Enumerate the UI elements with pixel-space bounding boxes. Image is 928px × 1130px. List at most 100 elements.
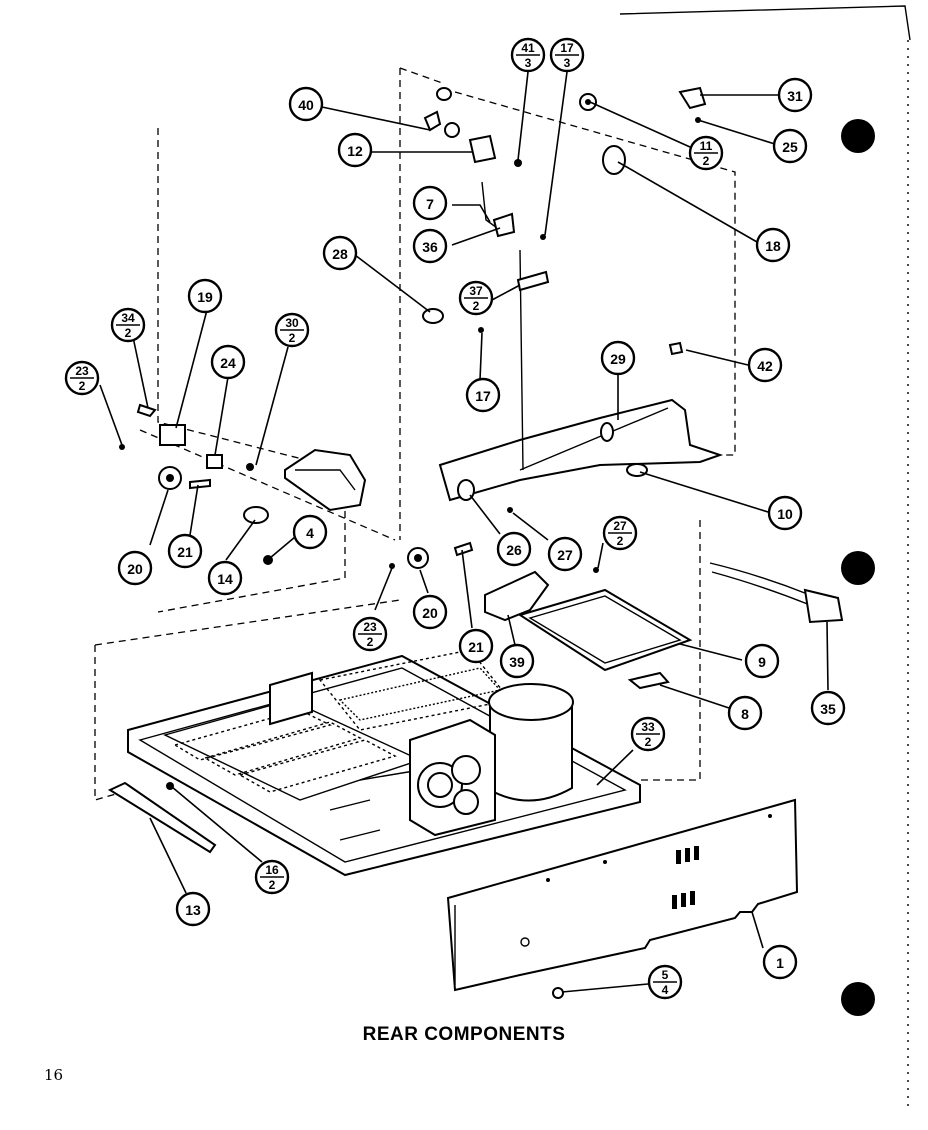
callout-c30-2: 302 — [274, 312, 310, 348]
callout-c20a: 20 — [117, 550, 153, 586]
callout-c39: 39 — [499, 643, 535, 679]
callout-part-number: 24 — [220, 355, 236, 371]
callout-c18: 18 — [755, 227, 791, 263]
callout-part-number: 4 — [306, 525, 314, 541]
callout-part-number: 27 — [613, 519, 627, 533]
callout-part-number: 39 — [509, 654, 525, 670]
callout-part-number: 25 — [782, 139, 798, 155]
callout-part-number: 26 — [506, 542, 522, 558]
callout-part-number: 5 — [662, 968, 669, 982]
callout-part-number: 30 — [285, 316, 299, 330]
callout-circle — [465, 377, 501, 413]
top-small-parts — [423, 86, 707, 292]
callout-circle — [496, 531, 532, 567]
callout-figure-reference: 2 — [79, 379, 86, 393]
callout-circle — [767, 495, 803, 531]
callout-part-number: 27 — [557, 547, 573, 563]
callout-part-number: 17 — [560, 41, 574, 55]
fan-shroud — [284, 448, 367, 512]
callout-c25: 25 — [772, 128, 808, 164]
callout-part-number: 19 — [197, 289, 213, 305]
callout-c27-2: 272 — [602, 515, 638, 551]
callout-part-number: 21 — [177, 544, 193, 560]
page-edge-top — [619, 5, 911, 41]
callout-circle — [167, 533, 203, 569]
callout-circle — [175, 891, 211, 927]
power-cord — [709, 562, 844, 624]
callout-figure-reference: 2 — [289, 331, 296, 345]
callout-c36: 36 — [412, 228, 448, 264]
diagram-title: REAR COMPONENTS — [362, 1024, 566, 1045]
callout-part-number: 42 — [757, 358, 773, 374]
callout-c24: 24 — [210, 344, 246, 380]
callout-circle — [547, 536, 583, 572]
callout-c8: 8 — [727, 695, 763, 731]
callout-part-number: 23 — [363, 620, 377, 634]
callout-circle — [600, 340, 636, 376]
callout-part-number: 10 — [777, 506, 793, 522]
callout-figure-reference: 2 — [617, 534, 624, 548]
callout-figure-reference: 3 — [525, 56, 532, 70]
callout-part-number: 35 — [820, 701, 836, 717]
callout-c37-2: 372 — [458, 280, 494, 316]
callout-c28: 28 — [322, 235, 358, 271]
callout-part-number: 11 — [700, 139, 713, 153]
callout-c21b: 21 — [458, 628, 494, 664]
callout-part-number: 36 — [422, 239, 438, 255]
callout-figure-reference: 2 — [269, 878, 276, 892]
callout-circle — [458, 628, 494, 664]
callout-circle — [412, 185, 448, 221]
callout-part-number: 21 — [468, 639, 484, 655]
callout-c16-2: 162 — [254, 859, 290, 895]
callout-figure-reference: 2 — [703, 154, 710, 168]
callout-c23-2b: 232 — [352, 616, 388, 652]
callout-circle — [499, 643, 535, 679]
callout-circle — [322, 235, 358, 271]
callout-c20b: 20 — [412, 594, 448, 630]
callout-c29: 29 — [600, 340, 636, 376]
callout-circle — [207, 560, 243, 596]
callout-c26: 26 — [496, 531, 532, 567]
callout-circle — [772, 128, 808, 164]
callout-part-number: 41 — [521, 41, 535, 55]
machine-compartment-base — [127, 649, 641, 877]
callout-c11-2: 112 — [688, 135, 724, 171]
callout-part-number: 33 — [641, 720, 655, 734]
callout-c12: 12 — [337, 132, 373, 168]
callout-circle — [777, 77, 813, 113]
callout-c41-3: 413 — [510, 37, 546, 73]
callout-c14: 14 — [207, 560, 243, 596]
callout-figure-reference: 2 — [473, 299, 480, 313]
callout-circle — [755, 227, 791, 263]
callout-part-number: 7 — [426, 196, 434, 212]
callout-part-number: 29 — [610, 351, 626, 367]
callout-circle — [747, 347, 783, 383]
callout-circle — [288, 86, 324, 122]
callout-c4: 4 — [292, 514, 328, 550]
callout-circle — [292, 514, 328, 550]
drain-pan-assembly — [484, 570, 693, 690]
defrost-heater-tube — [438, 249, 724, 502]
callout-c10: 10 — [767, 495, 803, 531]
callout-c7: 7 — [412, 185, 448, 221]
callout-part-number: 12 — [347, 143, 363, 159]
callout-part-number: 8 — [741, 706, 749, 722]
callout-part-number: 34 — [121, 311, 135, 325]
callout-circle — [117, 550, 153, 586]
callout-part-number: 9 — [758, 654, 766, 670]
callout-part-number: 18 — [765, 238, 781, 254]
callout-part-number: 20 — [127, 561, 143, 577]
callout-c40: 40 — [288, 86, 324, 122]
center-small-parts — [389, 308, 684, 573]
callout-circle — [412, 228, 448, 264]
callout-figure-reference: 4 — [662, 983, 669, 997]
callout-c21a: 21 — [167, 533, 203, 569]
callout-circle — [762, 944, 798, 980]
callout-circle — [810, 690, 846, 726]
callout-part-number: 1 — [776, 955, 784, 971]
callout-figure-reference: 2 — [645, 735, 652, 749]
callout-figure-reference: 2 — [367, 635, 374, 649]
binder-hole-top — [841, 119, 875, 153]
callout-part-number: 20 — [422, 605, 438, 621]
callout-c17-3: 173 — [549, 37, 585, 73]
